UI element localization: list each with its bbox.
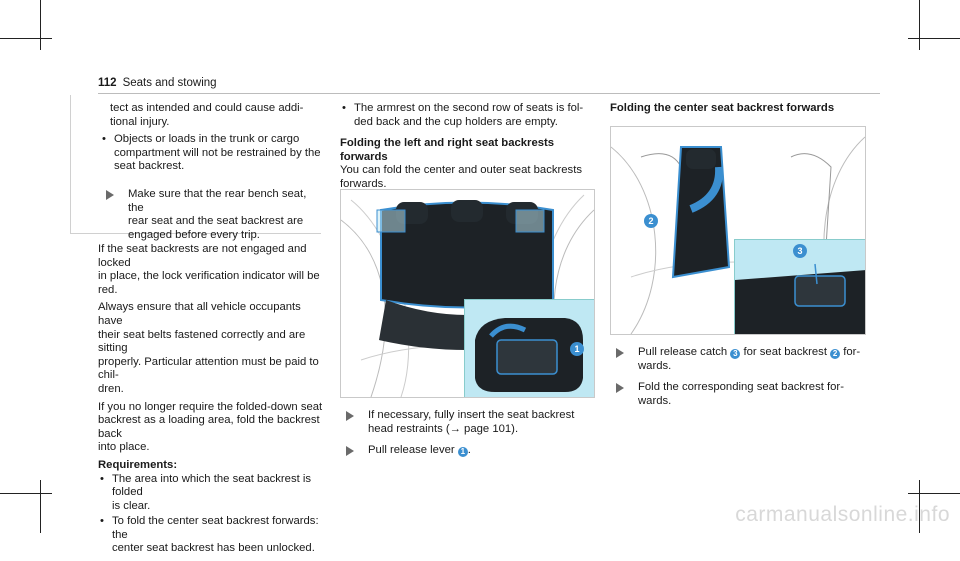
column-1-body: If the seat backrests are not engaged an…: [98, 243, 328, 561]
paragraph: If the seat backrests are not engaged an…: [98, 243, 320, 296]
callout-2: 2: [644, 214, 658, 228]
step-arrow-icon: [106, 189, 114, 200]
requirements-heading: Requirements:: [98, 458, 178, 471]
section-heading: Folding the center seat backrest forward…: [610, 102, 835, 114]
column-2-body: The armrest on the second row of seats i…: [340, 102, 596, 196]
warning-box: [70, 95, 321, 234]
requirement-item: The area into which the seat backrest is…: [98, 473, 328, 514]
crop-mark: [40, 0, 41, 50]
detail-inset: 1: [464, 299, 594, 397]
instruction-step: If necessary, fully insert the seat back…: [340, 409, 596, 436]
section-title: Seats and stowing: [122, 77, 217, 89]
callout-3: 3: [793, 244, 807, 258]
crop-mark: [0, 38, 52, 39]
crop-mark: [908, 38, 960, 39]
step-arrow-icon: [616, 348, 624, 358]
header-rule: [98, 93, 880, 94]
requirement-item: To fold the center seat backrest forward…: [98, 515, 328, 556]
column-2-steps: If necessary, fully insert the seat back…: [340, 409, 596, 458]
paragraph: You can fold the center and outer seat b…: [340, 164, 582, 190]
requirement-item: The armrest on the second row of seats i…: [340, 102, 596, 129]
instruction-step: Pull release lever 1.: [340, 444, 596, 458]
column-3-heading: Folding the center seat backrest forward…: [610, 102, 870, 116]
crop-mark: [908, 493, 960, 494]
paragraph: Always ensure that all vehicle occupants…: [98, 301, 319, 395]
figure-outer-seats: 1: [340, 189, 595, 398]
step-arrow-icon: [346, 446, 354, 457]
instruction-step: Fold the corresponding seat backrest for…: [610, 381, 870, 408]
step-arrow-icon: [616, 383, 624, 394]
crop-mark: [919, 0, 920, 50]
column-3-steps: Pull release catch 3 for seat backrest 2…: [610, 346, 870, 408]
callout-1: 1: [570, 342, 584, 356]
callout-ref-3: 3: [730, 349, 741, 359]
paragraph: If you no longer require the folded-down…: [98, 400, 323, 454]
step-arrow-icon: [346, 411, 354, 421]
crop-mark: [919, 480, 920, 533]
callout-ref-2: 2: [830, 349, 841, 359]
section-heading: Folding the left and right seat backrest…: [340, 137, 555, 163]
detail-inset: 3: [734, 239, 865, 334]
page-number: 112: [98, 77, 117, 89]
warning-content: tect as intended and could cause addi-ti…: [100, 102, 325, 242]
instruction-step: Pull release catch 3 for seat backrest 2…: [610, 346, 870, 373]
warning-bullet: Objects or loads in the trunk or cargoco…: [100, 133, 325, 174]
watermark: carmanualsonline.info: [735, 503, 950, 526]
callout-ref-1: 1: [457, 447, 468, 458]
figure-center-seat: 2 3: [610, 126, 866, 335]
crop-mark: [40, 480, 41, 533]
crop-mark: [0, 493, 52, 494]
warning-continued: tect as intended and could cause addi-ti…: [110, 102, 304, 128]
page-header: 112 Seats and stowing: [98, 77, 217, 89]
center-seat-illustration: [611, 136, 865, 334]
